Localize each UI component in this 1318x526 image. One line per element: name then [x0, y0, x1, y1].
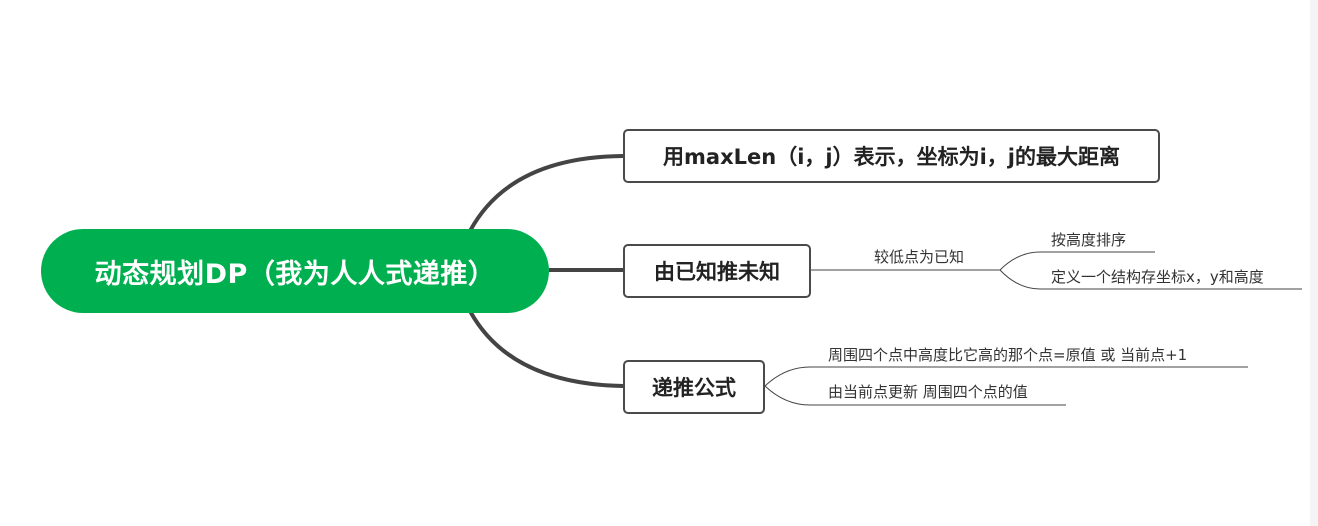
connector-leaf-to-struct	[999, 269, 1302, 290]
leaf-recurrence-formula[interactable]: 周围四个点中高度比它高的那个点=原值 或 当前点+1	[828, 346, 1188, 364]
canvas-edge-strip	[1310, 0, 1318, 526]
branch-node-recurrence[interactable]: 递推公式	[623, 360, 765, 414]
connector-leaf-to-sort	[999, 251, 1155, 271]
connector-root-to-branch-3	[468, 310, 624, 388]
leaf-update-neighbors[interactable]: 由当前点更新 周围四个点的值	[828, 383, 1028, 401]
leaf-define-struct[interactable]: 定义一个结构存坐标x，y和高度	[1051, 268, 1264, 286]
connector-root-to-branch-1	[468, 154, 624, 232]
branch-node-known-to-unknown[interactable]: 由已知推未知	[623, 244, 811, 298]
connector-branch-3-to-update	[764, 385, 1066, 406]
connector-branch-3-to-formula	[764, 366, 1248, 387]
leaf-lower-point-known[interactable]: 较低点为已知	[874, 248, 965, 266]
branch-node-maxlen[interactable]: 用maxLen（i，j）表示，坐标为i，j的最大距离	[623, 129, 1160, 183]
leaf-sort-by-height[interactable]: 按高度排序	[1051, 231, 1127, 249]
root-node[interactable]: 动态规划DP（我为人人式递推）	[41, 229, 549, 313]
